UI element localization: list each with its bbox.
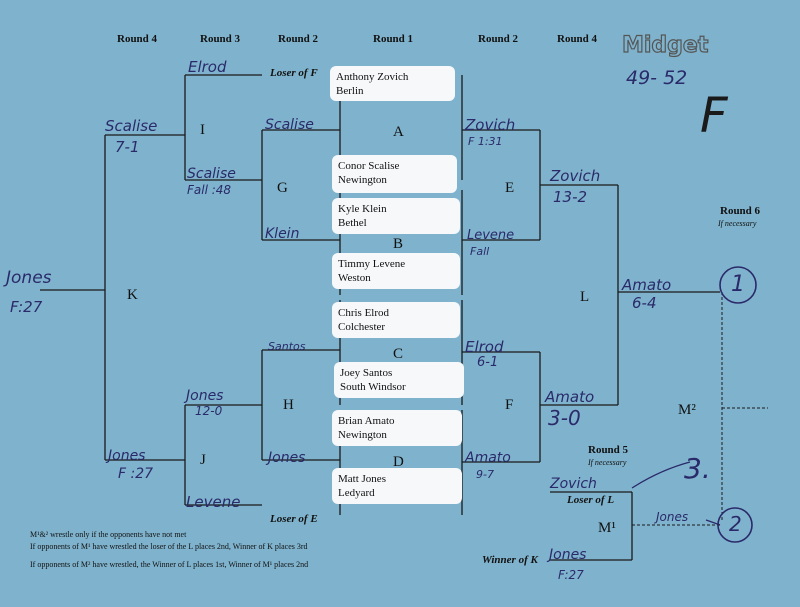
wrestler-name: Timmy Levene (338, 258, 406, 270)
bout-c: C (393, 346, 404, 362)
weight-class-title: Midget (621, 32, 709, 58)
pool-letter: F (700, 88, 728, 144)
wrestler-card[interactable]: Chris Elrod Colchester (332, 302, 460, 338)
header-round4-right: Round 4 (557, 33, 598, 45)
label-round5: Round 5 (588, 444, 629, 456)
hw-levene-e: Levene (467, 228, 515, 243)
hw-amato-d-score: 9-7 (476, 468, 494, 481)
wrestler-name: Kyle Klein (338, 203, 387, 215)
hw-klein: Klein (265, 226, 300, 242)
note-line-2: If opponents of M¹ have wrestled the los… (30, 542, 308, 551)
hw-amato-l-score: 6-4 (632, 294, 657, 312)
bout-f: F (505, 397, 514, 413)
hw-jones-k: Jones (6, 268, 52, 288)
header-round3: Round 3 (200, 33, 241, 45)
hw-jones-k-score: F:27 (10, 298, 43, 316)
hw-santos: Santos (268, 340, 306, 353)
wrestler-school: Newington (338, 429, 387, 441)
wrestler-name: Anthony Zovich (336, 71, 409, 83)
hw-scalise-r2: Scalise (265, 117, 314, 133)
label-m2: M² (678, 402, 696, 418)
hw-jones-j: Jones (108, 448, 146, 464)
bout-h: H (283, 397, 294, 413)
wrestler-card[interactable]: Anthony Zovich Berlin (330, 66, 455, 101)
bout-e: E (505, 180, 515, 196)
wrestler-card[interactable]: Conor Scalise Newington (332, 155, 457, 193)
hw-jones-h: Jones (186, 388, 224, 404)
hw-elrod-c-score: 6-1 (477, 355, 499, 370)
wrestler-school: South Windsor (340, 381, 406, 393)
hw-zovich-e-score: 13-2 (553, 188, 588, 206)
label-loser-of-f: Loser of F (270, 67, 318, 79)
hw-jones-m1: Jones (656, 510, 689, 524)
label-winner-of-k: Winner of K (482, 554, 538, 566)
note-line-3: If opponents of M² have wrestled, the Wi… (30, 560, 309, 569)
wrestler-card[interactable]: Timmy Levene Weston (332, 253, 460, 289)
hw-scalise-r3-score: 7-1 (115, 138, 140, 156)
label-round6-sub: If necessary (718, 219, 757, 228)
bout-b: B (393, 236, 404, 252)
weight-range: 49- 52 (626, 67, 688, 89)
label-loser-of-e: Loser of E (270, 513, 318, 525)
bout-a: A (393, 124, 404, 140)
hw-jones-winner-k-score: F:27 (558, 568, 584, 582)
hw-zovich-r5: Zovich (550, 476, 597, 492)
wrestler-school: Berlin (336, 85, 364, 97)
wrestler-name: Brian Amato (338, 415, 395, 427)
hw-amato-f: Amato (545, 388, 595, 406)
hw-jones-h-score: 12-0 (195, 404, 223, 418)
wrestler-school: Weston (338, 272, 371, 284)
hw-elrod-c: Elrod (465, 338, 504, 356)
hw-place-2: 2 (729, 512, 742, 536)
header-round2-right: Round 2 (478, 33, 519, 45)
bout-i: I (200, 122, 205, 138)
wrestler-name: Joey Santos (340, 367, 393, 379)
bout-j: J (200, 452, 206, 468)
header-round1: Round 1 (373, 33, 414, 45)
wrestler-name: Conor Scalise (338, 160, 400, 172)
wrestler-card[interactable]: Joey Santos South Windsor (334, 362, 464, 398)
hw-place-3: 3. (684, 452, 711, 485)
wrestler-school: Newington (338, 174, 387, 186)
hw-levene-bottom: Levene (186, 493, 241, 511)
header-round4-left: Round 4 (117, 33, 158, 45)
wrestler-school: Colchester (338, 321, 386, 333)
wrestler-school: Bethel (338, 217, 367, 229)
hw-jones-winner-k: Jones (549, 547, 587, 563)
bout-d: D (393, 454, 404, 470)
note-line-1: M¹&² wrestle only if the opponents have … (30, 530, 187, 539)
hw-place-1: 1 (731, 272, 745, 297)
wrestler-card[interactable]: Matt Jones Ledyard (332, 468, 462, 504)
hw-scalise-g-score: Fall :48 (187, 183, 232, 197)
hw-levene-e-score: Fall (470, 245, 490, 258)
hw-scalise-r3: Scalise (105, 117, 158, 135)
wrestler-card[interactable]: Kyle Klein Bethel (332, 198, 460, 234)
wrestler-card[interactable]: Brian Amato Newington (332, 410, 462, 446)
bout-g: G (277, 180, 288, 196)
hw-zovich-e: Zovich (550, 167, 601, 185)
hw-amato-f-score: 3-0 (548, 406, 581, 430)
hw-amato-l: Amato (622, 276, 672, 294)
hw-jones-j-score: F :27 (118, 466, 154, 482)
hw-scalise-g: Scalise (187, 166, 236, 182)
hw-zovich-a-score: F 1:31 (468, 135, 503, 148)
label-round6: Round 6 (720, 205, 761, 217)
hw-elrod-top: Elrod (188, 58, 227, 76)
label-m1: M¹ (598, 520, 616, 536)
header-round2-left: Round 2 (278, 33, 319, 45)
bout-k: K (127, 287, 138, 303)
wrestler-name: Matt Jones (338, 473, 386, 485)
hw-zovich-a: Zovich (465, 116, 516, 134)
label-round5-sub: If necessary (588, 458, 627, 467)
hw-amato-d: Amato (465, 450, 511, 466)
wrestler-name: Chris Elrod (338, 307, 390, 319)
label-loser-of-l: Loser of L (567, 494, 615, 506)
hw-jones-d: Jones (268, 450, 306, 466)
bout-l: L (580, 289, 590, 305)
wrestler-school: Ledyard (338, 487, 375, 499)
